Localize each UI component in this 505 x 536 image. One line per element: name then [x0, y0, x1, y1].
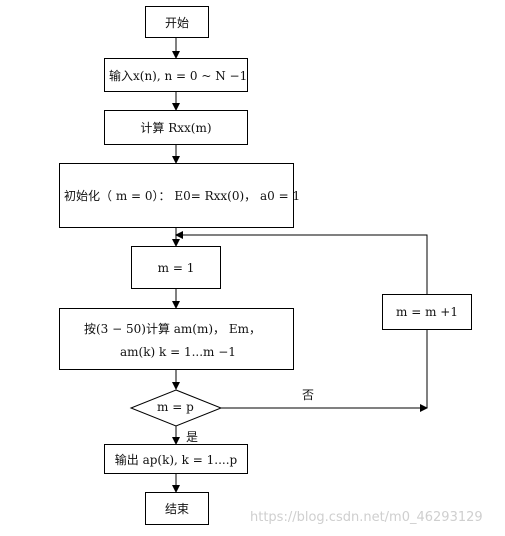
compute-rxx-node: 计算 Rxx(m) [104, 110, 248, 145]
decision-label: m = p [157, 400, 194, 414]
input-node: 输入x(n), n = 0 ~ N −1 [104, 58, 248, 92]
m-equals-1-node: m = 1 [131, 246, 221, 289]
start-node: 开始 [145, 6, 209, 38]
loop-back-line [175, 231, 428, 294]
watermark: https://blog.csdn.net/m0_46293129 [250, 510, 483, 525]
output-node: 输出 ap(k), k = 1....p [104, 444, 248, 474]
end-node: 结束 [145, 492, 209, 525]
compute-coefficients-node: 按(3 − 50)计算 am(m)， Em， am(k) k = 1...m −… [59, 308, 294, 370]
yes-label: 是 [186, 430, 199, 444]
no-label: 否 [302, 388, 315, 402]
increment-node: m = m +1 [382, 294, 472, 330]
compute-line-2: am(k) k = 1...m −1 [120, 344, 236, 359]
init-node: 初始化（ m = 0）： E0= Rxx(0)， a0 = 1 [59, 163, 300, 228]
compute-line-1: 按(3 − 50)计算 am(m)， Em， [84, 321, 261, 336]
